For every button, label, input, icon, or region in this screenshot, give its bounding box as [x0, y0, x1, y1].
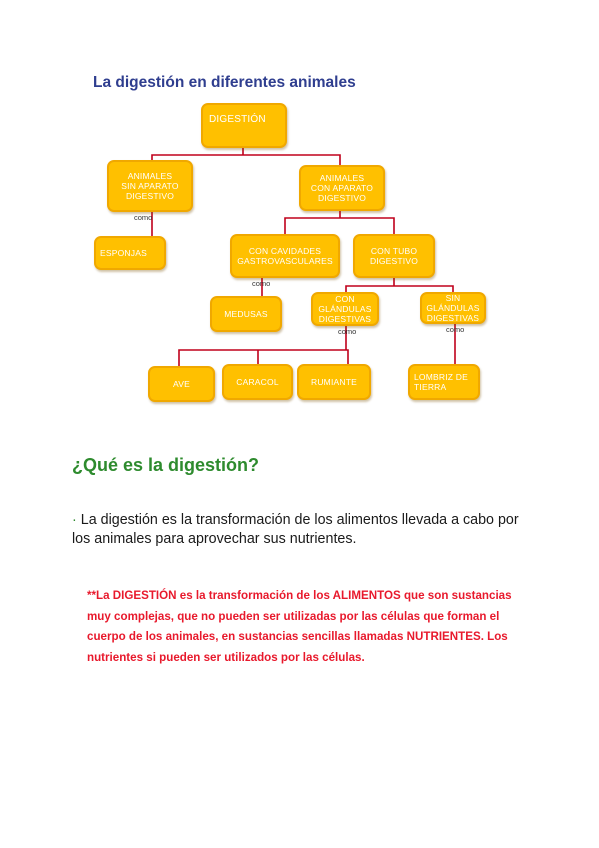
- node-esponjas: ESPONJAS: [94, 236, 166, 270]
- definition-paragraph: · La digestión es la transformación de l…: [72, 511, 532, 549]
- bullet-mark: ·: [72, 512, 77, 528]
- node-sin-glandulas-digestivas: SIN GLÁNDULAS DIGESTIVAS: [420, 292, 486, 324]
- node-medusas: MEDUSAS: [210, 296, 282, 332]
- connector-como-medusas: como: [252, 279, 271, 288]
- node-ave: AVE: [148, 366, 215, 402]
- connector-como-lombriz: como: [446, 325, 465, 334]
- node-tubo-digestivo: CON TUBO DIGESTIVO: [353, 234, 435, 278]
- definition-text: La digestión es la transformación de los…: [72, 512, 519, 547]
- node-rumiante: RUMIANTE: [297, 364, 371, 400]
- node-con-glandulas-digestivas: CON GLÁNDULAS DIGESTIVAS: [311, 292, 379, 326]
- node-animales-con-aparato: ANIMALES CON APARATO DIGESTIVO: [299, 165, 385, 211]
- node-caracol: CARACOL: [222, 364, 293, 400]
- note-paragraph: **La DIGESTIÓN es la transformación de l…: [87, 589, 512, 664]
- diagram-title: La digestión en diferentes animales: [93, 74, 356, 91]
- node-cavidades-gastrovasculares: CON CAVIDADES GASTROVASCULARES: [230, 234, 340, 278]
- section-question: ¿Qué es la digestión?: [72, 455, 260, 475]
- node-lombriz-de-tierra: LOMBRIZ DE TIERRA: [408, 364, 480, 400]
- connector-como-esponjas: como: [134, 213, 153, 222]
- node-animales-sin-aparato: ANIMALES SIN APARATO DIGESTIVO: [107, 160, 193, 212]
- concept-map-connectors: [151, 148, 456, 366]
- node-digestion: DIGESTIÓN: [201, 103, 287, 148]
- connector-como-ave: como: [338, 327, 357, 336]
